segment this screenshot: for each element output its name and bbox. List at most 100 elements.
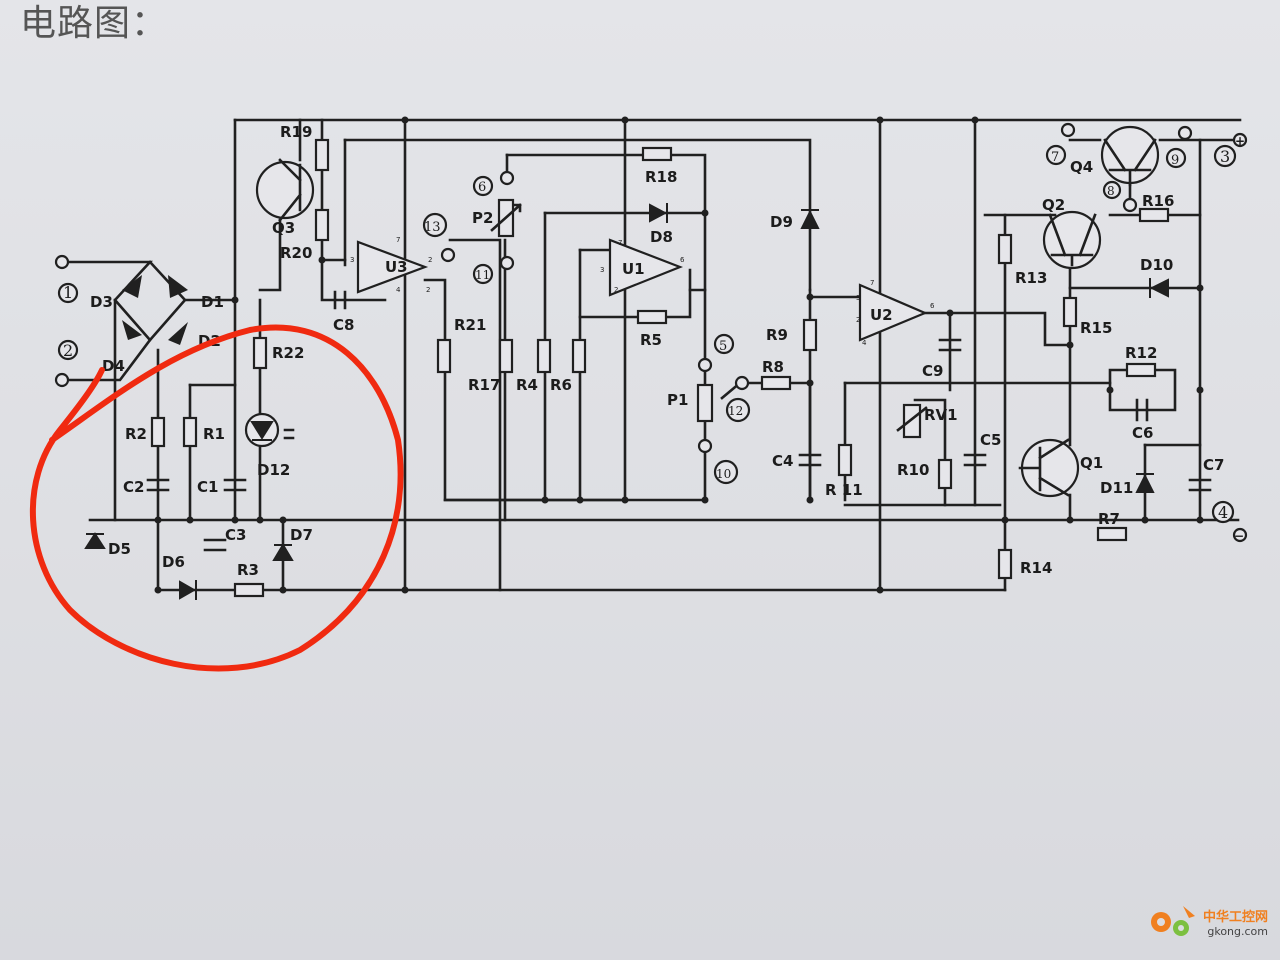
terminal-8: 8 [1102,180,1138,213]
capacitor-c8 [333,290,347,310]
component-labels: R19 R20 Q3 C8 U3 R22 R21 R17 R4 R6 P2 R1… [90,123,1224,579]
terminals: 1 2 13 6 11 5 12 10 7 8 9 3+ 4− [54,122,1248,543]
resistor-r13 [997,233,1013,265]
label-d4: D4 [102,357,125,375]
label-d7: D7 [290,526,313,544]
label-d3: D3 [90,293,113,311]
resistor-r11 [837,443,853,477]
label-q1: Q1 [1080,454,1103,472]
resistor-r9 [802,318,818,352]
label-r4: R4 [516,376,538,394]
resistor-r18 [641,146,673,162]
svg-text:7: 7 [618,239,622,247]
label-q2: Q2 [1042,196,1065,214]
svg-text:2: 2 [856,316,860,324]
svg-text:11: 11 [475,268,490,282]
diode-d8 [649,203,668,223]
resistor-r16 [1138,207,1170,223]
led-d12 [244,412,295,448]
resistor-r19 [314,138,330,172]
label-d5: D5 [108,540,131,558]
diode-d7 [272,543,294,561]
label-r18: R18 [645,168,677,186]
label-r14: R14 [1020,559,1052,577]
terminal-9: 9 [1165,125,1193,169]
opamp-u3 [356,240,429,294]
capacitor-c5 [963,453,987,467]
diode-d1 [168,275,188,298]
capacitor-c4 [798,453,822,467]
diodes [84,203,1169,600]
svg-text:2: 2 [428,256,432,264]
svg-text:2: 2 [614,286,618,294]
label-r2: R2 [125,425,147,443]
label-r21: R21 [454,316,486,334]
svg-text:9: 9 [1171,153,1179,168]
terminal-4: 4− [1211,500,1248,543]
pot-p1 [696,383,714,423]
label-d9: D9 [770,213,793,231]
capacitor-c7 [1188,478,1212,492]
svg-text:1: 1 [63,283,73,302]
label-u1: U1 [622,260,645,278]
resistor-r1 [182,416,198,448]
label-d10: D10 [1140,256,1173,274]
opamp-u2 [858,283,928,342]
capacitor-c9 [938,338,962,352]
label-d1: D1 [201,293,224,311]
label-r17: R17 [468,376,500,394]
highlight-circle-annotation [29,324,404,672]
label-c6: C6 [1132,424,1153,442]
svg-text:+: + [1235,134,1245,148]
label-r9: R9 [766,326,788,344]
label-d12: D12 [257,461,290,479]
svg-text:2: 2 [63,341,73,360]
diode-d6 [179,580,197,600]
label-r20: R20 [280,244,312,262]
terminal-1: 1 [54,254,79,304]
label-rv1: RV1 [924,406,958,424]
svg-text:13: 13 [424,220,441,235]
diode-d4 [122,320,142,340]
svg-text:3: 3 [856,294,860,302]
resistor-r7 [1096,526,1128,542]
diode-d10 [1149,278,1169,298]
svg-text:3: 3 [1220,147,1230,166]
label-d8: D8 [650,228,673,246]
terminal-10: 10 [697,438,739,485]
label-r7: R7 [1098,510,1120,528]
svg-text:12: 12 [728,404,743,418]
transistor-q4 [1100,125,1160,187]
terminal-6: 6 [472,170,515,197]
trimmer-rv1 [902,403,922,439]
svg-text:7: 7 [1051,150,1059,165]
diode-d2 [168,322,188,345]
svg-text:7: 7 [396,236,400,244]
transistor-q1 [1018,438,1080,498]
diode-d3 [122,275,142,298]
svg-text:2: 2 [426,286,430,294]
resistors [150,138,1170,598]
label-r10: R10 [897,461,929,479]
terminal-12: 12 [725,375,751,423]
label-c9: C9 [922,362,943,380]
resistor-r20 [314,208,330,242]
label-r1: R1 [203,425,225,443]
resistor-r10 [937,458,953,490]
capacitors [146,290,1212,552]
label-c7: C7 [1203,456,1224,474]
label-d11: D11 [1100,479,1133,497]
resistor-r8 [760,375,792,391]
resistor-r17 [498,338,514,374]
resistor-r15 [1062,296,1078,328]
svg-text:4: 4 [862,339,867,347]
svg-text:3: 3 [600,266,604,274]
svg-text:6: 6 [478,180,486,195]
wires [66,118,1242,592]
label-r22: R22 [272,344,304,362]
label-c4: C4 [772,452,793,470]
label-r6: R6 [550,376,572,394]
label-p2: P2 [472,209,493,227]
